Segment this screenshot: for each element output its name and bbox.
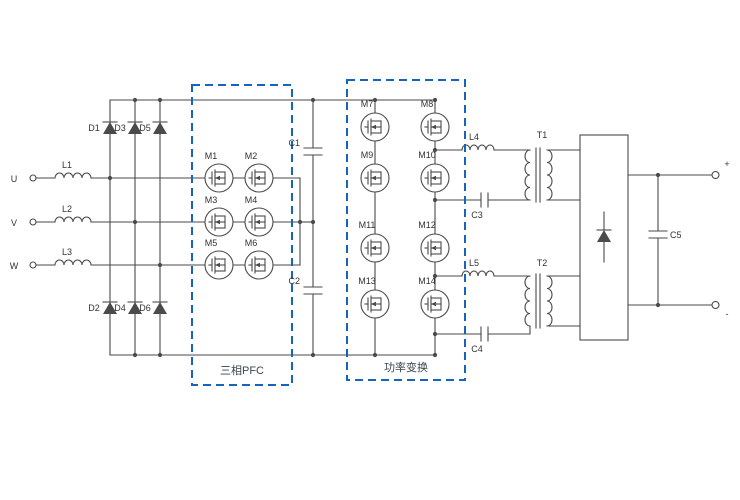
capacitor-c4-label: C4 — [471, 344, 483, 354]
mosfet-m7 — [360, 112, 390, 142]
mosfet-m1 — [204, 163, 234, 193]
negative-terminal-label: - — [726, 309, 729, 319]
mosfet-m5 — [204, 250, 234, 280]
mosfet-m14 — [420, 289, 450, 319]
mosfet-m1-label: M1 — [205, 151, 218, 161]
inductor-l1-label: L1 — [62, 160, 72, 170]
diode-d6-label: D6 — [139, 303, 151, 313]
capacitor-c4 — [480, 326, 489, 342]
mosfet-m3 — [204, 207, 234, 237]
mosfet-m3-label: M3 — [205, 195, 218, 205]
diode-d2-label: D2 — [88, 303, 100, 313]
input-terminal-u — [29, 174, 37, 182]
transformer-t2-label: T2 — [537, 258, 548, 268]
mosfet-m14-label: M14 — [418, 276, 436, 286]
diode-d5 — [152, 121, 168, 135]
mosfet-m10 — [420, 163, 450, 193]
mosfet-m2-label: M2 — [245, 151, 258, 161]
capacitor-c5-label: C5 — [670, 230, 682, 240]
mosfet-m2 — [244, 163, 274, 193]
capacitor-c2-label: C2 — [288, 276, 300, 286]
mosfet-m8 — [420, 112, 450, 142]
mosfet-m6 — [244, 250, 274, 280]
mosfet-m11 — [360, 233, 390, 263]
inductor-l3-label: L3 — [62, 247, 72, 257]
mosfet-m6-label: M6 — [245, 238, 258, 248]
input-terminal-v — [29, 218, 37, 226]
mosfet-m9 — [360, 163, 390, 193]
converter-stage-label: 功率变换 — [384, 360, 428, 374]
transformer-t1-label: T1 — [537, 130, 548, 140]
mosfet-m4-label: M4 — [245, 195, 258, 205]
diode-d1-label: D1 — [88, 123, 100, 133]
junction-dots — [107, 97, 661, 358]
power-conversion-box — [346, 79, 466, 381]
inductor-l2 — [54, 216, 92, 223]
mosfet-m7-label: M7 — [361, 99, 374, 109]
inductor-l1 — [54, 172, 92, 179]
capacitor-c3-label: C3 — [471, 210, 483, 220]
mosfet-m10-label: M10 — [418, 150, 436, 160]
mosfet-m11-label: M11 — [359, 220, 376, 230]
w-phase-label: W — [10, 261, 19, 271]
v-phase-label: V — [11, 218, 17, 228]
diode-d6 — [152, 301, 168, 315]
output-diode — [596, 229, 612, 243]
mosfet-m13 — [360, 289, 390, 319]
mosfet-m8-label: M8 — [421, 99, 434, 109]
input-terminal-w — [29, 261, 37, 269]
inductor-l3 — [54, 259, 92, 266]
mosfet-m12-label: M12 — [418, 220, 436, 230]
mosfet-m12 — [420, 233, 450, 263]
labels: U V W L1 L2 L3 L4 L5 D1 D3 D5 D2 D4 D6 M… — [10, 99, 730, 377]
capacitor-c5 — [648, 230, 668, 239]
diode-d3-label: D3 — [114, 123, 126, 133]
transformer-t2 — [524, 273, 553, 329]
output-terminal-negative — [711, 300, 720, 310]
inductor-l5-label: L5 — [469, 258, 479, 268]
diode-d5-label: D5 — [139, 123, 151, 133]
mosfet-m9-label: M9 — [361, 150, 374, 160]
inductor-l2-label: L2 — [62, 204, 72, 214]
capacitor-c1-label: C1 — [288, 138, 300, 148]
inductor-l4-label: L4 — [469, 132, 479, 142]
transformer-t1 — [524, 147, 553, 203]
capacitor-c3 — [480, 192, 489, 208]
mosfet-m13-label: M13 — [358, 276, 376, 286]
capacitor-c2 — [303, 286, 323, 295]
wires — [35, 99, 713, 356]
inductor-l4 — [461, 144, 495, 151]
u-phase-label: U — [11, 174, 18, 184]
three-phase-pfc-box — [191, 84, 293, 386]
output-rectifier-box — [579, 134, 629, 341]
mosfet-m5-label: M5 — [205, 238, 218, 248]
pfc-stage-label: 三相PFC — [220, 364, 264, 377]
inductor-l5 — [461, 270, 495, 277]
capacitor-c1 — [303, 147, 323, 156]
output-terminal-positive — [711, 170, 720, 180]
positive-terminal-label: + — [724, 159, 729, 169]
mosfet-m4 — [244, 207, 274, 237]
diode-d4-label: D4 — [114, 303, 126, 313]
